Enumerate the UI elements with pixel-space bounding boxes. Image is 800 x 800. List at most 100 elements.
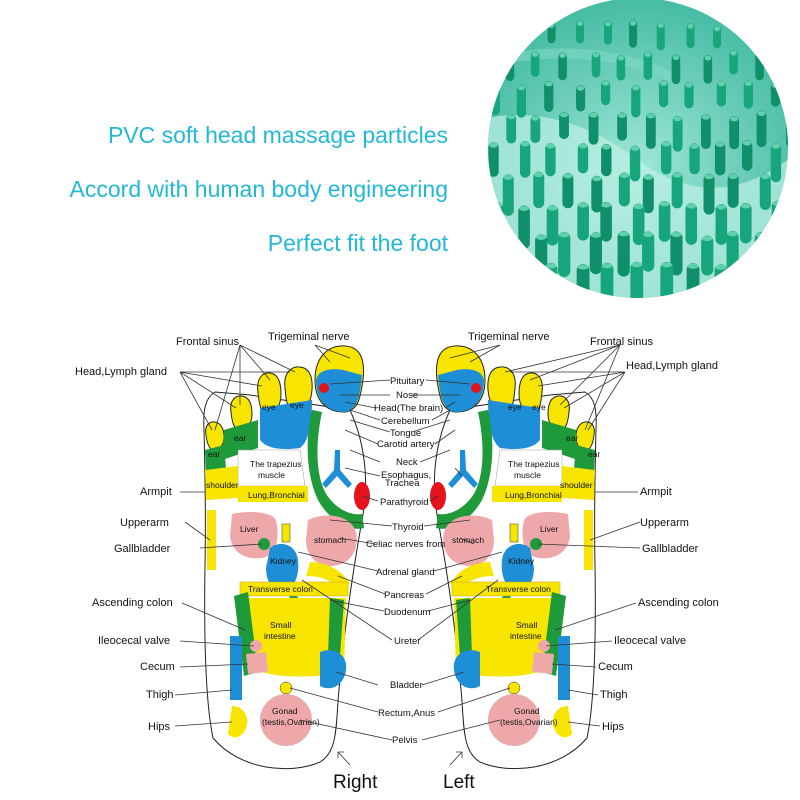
massage-spike-tip <box>771 22 778 28</box>
massage-spike-tip <box>633 204 644 210</box>
massage-spike-tip <box>644 51 652 57</box>
tagline-fit-foot: Perfect fit the foot <box>267 230 448 256</box>
massage-spike <box>600 202 612 242</box>
left-zone-transverse: Transverse colon <box>486 584 551 594</box>
massage-spike-tip <box>519 23 526 29</box>
massage-spike-tip <box>715 264 727 270</box>
label-upperarm-r: Upperarm <box>120 517 169 529</box>
massage-spike-tip <box>714 26 721 32</box>
massage-spike <box>629 20 638 48</box>
massage-spike-tip <box>672 55 680 61</box>
massage-spike-tip <box>704 174 714 180</box>
massage-spike-tip <box>672 172 682 178</box>
massage-spike <box>575 20 584 44</box>
massage-spike-tip <box>784 56 788 62</box>
right-zone-lung: Lung,Bronchial <box>248 490 305 500</box>
right-desc-colon <box>328 598 344 656</box>
massage-spike <box>642 231 655 272</box>
massage-spike-tip <box>559 52 566 58</box>
massage-spike-tip <box>687 23 694 29</box>
label-cecum-r: Cecum <box>140 661 175 673</box>
massage-spike-tip <box>531 115 540 121</box>
massage-spike <box>660 261 674 298</box>
right-gallbladder-dot <box>258 538 270 550</box>
massage-spike <box>755 52 764 81</box>
massage-spike <box>714 141 726 176</box>
label-trigeminal-l: Trigeminal nerve <box>468 331 550 343</box>
label-ascending-colon-l: Ascending colon <box>638 597 719 609</box>
massage-spike-tip <box>617 55 625 61</box>
label-armpit-r: Armpit <box>140 486 172 498</box>
massage-spike <box>672 115 683 152</box>
massage-spike <box>741 140 753 171</box>
caption-left: Left <box>443 772 475 793</box>
massage-spike <box>715 203 728 245</box>
massage-spike <box>660 141 672 175</box>
right-zone-transverse: Transverse colon <box>248 584 313 594</box>
label-parathyroid: Parathyroid <box>380 497 429 508</box>
massage-spike-tip <box>643 174 653 180</box>
massage-spike-tip <box>686 203 697 209</box>
massage-spike-tip <box>786 173 788 179</box>
label-adrenal: Adrenal gland <box>376 567 435 578</box>
right-gonad <box>260 694 312 746</box>
label-neck: Neck <box>396 457 418 468</box>
label-celiac: Celiac nerves from <box>366 539 445 550</box>
massage-spike <box>558 52 567 81</box>
massage-spike-tip <box>576 20 583 26</box>
label-trachea: Trachea <box>385 478 420 489</box>
massage-spike-tip <box>618 231 629 237</box>
massage-spike-tip <box>661 262 673 268</box>
massage-spike <box>689 143 700 175</box>
massage-spike-tip <box>630 20 637 26</box>
label-esophagus: Esophagus, <box>381 470 431 481</box>
massage-spike-tip <box>771 82 780 88</box>
right-ileocecal <box>250 640 262 652</box>
right-zone-eye-2: eye <box>290 400 304 410</box>
massage-spike <box>558 231 571 278</box>
left-zone-eye-2: eye <box>532 402 546 412</box>
massage-spike <box>545 143 556 177</box>
massage-spike-tip <box>491 23 498 29</box>
massage-spike-tip <box>491 262 503 268</box>
massage-spike <box>771 200 784 238</box>
left-zone-stomach: stomach <box>452 535 484 545</box>
massage-spike <box>631 84 641 118</box>
massage-spike-tip <box>601 202 611 208</box>
massage-spike-tip <box>489 142 498 148</box>
massage-spike <box>490 261 504 298</box>
massage-spike-tip <box>770 262 782 268</box>
massage-spike <box>562 172 574 209</box>
massage-spike <box>759 173 771 210</box>
massage-spike <box>618 172 630 207</box>
massage-spike-tip <box>631 262 643 268</box>
massage-spike <box>490 85 500 116</box>
massage-spike <box>703 55 713 84</box>
massage-spike <box>658 80 669 108</box>
left-zone-small-1: Small <box>516 620 537 630</box>
massage-spike <box>559 111 569 140</box>
massage-spike-tip <box>578 202 588 208</box>
massage-spike <box>589 232 602 275</box>
massage-spike <box>783 55 788 77</box>
massage-spike <box>535 234 548 280</box>
massage-spike-tip <box>727 231 738 237</box>
massage-spike <box>530 51 540 77</box>
massage-spike <box>519 262 533 298</box>
label-rectum: Rectum,Anus <box>378 708 435 719</box>
massage-spike-tip <box>772 201 783 207</box>
massage-spike-tip <box>728 174 738 180</box>
label-head-brain: Head(The brain) <box>374 403 443 414</box>
massage-spike-tip <box>602 80 610 86</box>
massage-spike <box>533 171 545 209</box>
right-toe-big-blue <box>316 369 362 412</box>
tagline-body-engineering: Accord with human body engineering <box>69 176 448 202</box>
massage-spike-tip <box>545 263 557 269</box>
right-zone-shoulder: shoulder <box>206 480 239 490</box>
massage-spike <box>502 174 514 216</box>
label-thyroid: Thyroid <box>392 522 424 533</box>
label-cecum-l: Cecum <box>598 661 633 673</box>
massage-spike-tip <box>741 203 751 209</box>
label-thigh-l: Thigh <box>600 689 628 701</box>
massage-spike <box>601 143 612 177</box>
